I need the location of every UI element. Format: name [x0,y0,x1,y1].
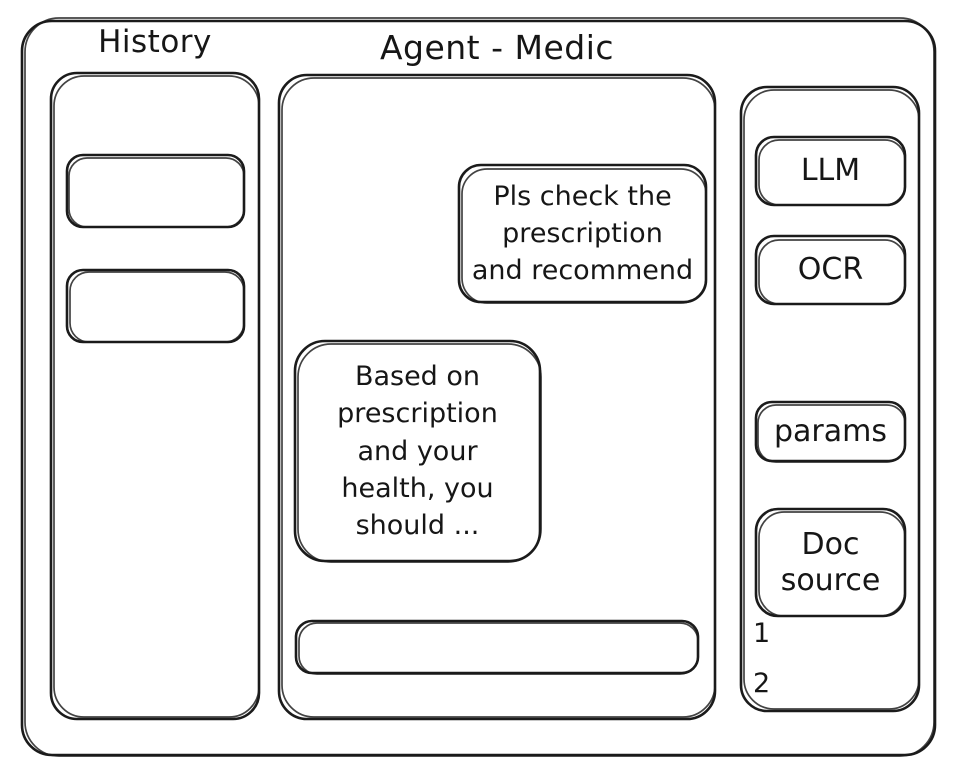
tool-button-llm-label: LLM [800,153,861,188]
tool-button-llm[interactable]: LLM [753,134,908,208]
page-title: Agent - Medic [379,28,615,67]
message-input[interactable] [293,618,701,676]
tool-button-doc-source-label: Doc source [780,526,881,598]
history-item[interactable] [64,267,247,345]
tool-button-params-label: params [774,413,887,449]
user-message-bubble: Pls check the prescription and recommend [455,161,710,306]
assistant-message-text: Based on prescription and your health, y… [337,360,498,541]
assistant-message-bubble: Based on prescription and your health, y… [291,337,544,565]
tool-button-ocr[interactable]: OCR [753,233,908,307]
doc-source-list-item[interactable]: 2 [753,668,771,699]
user-message-text: Pls check the prescription and recommend [471,180,694,287]
history-item[interactable] [64,152,247,230]
tool-button-params[interactable]: params [753,399,908,464]
tool-button-doc-source[interactable]: Doc source [753,506,908,619]
doc-source-list-item[interactable]: 1 [753,618,771,649]
tool-button-ocr-label: OCR [797,252,864,287]
history-panel-title: History [98,24,212,60]
